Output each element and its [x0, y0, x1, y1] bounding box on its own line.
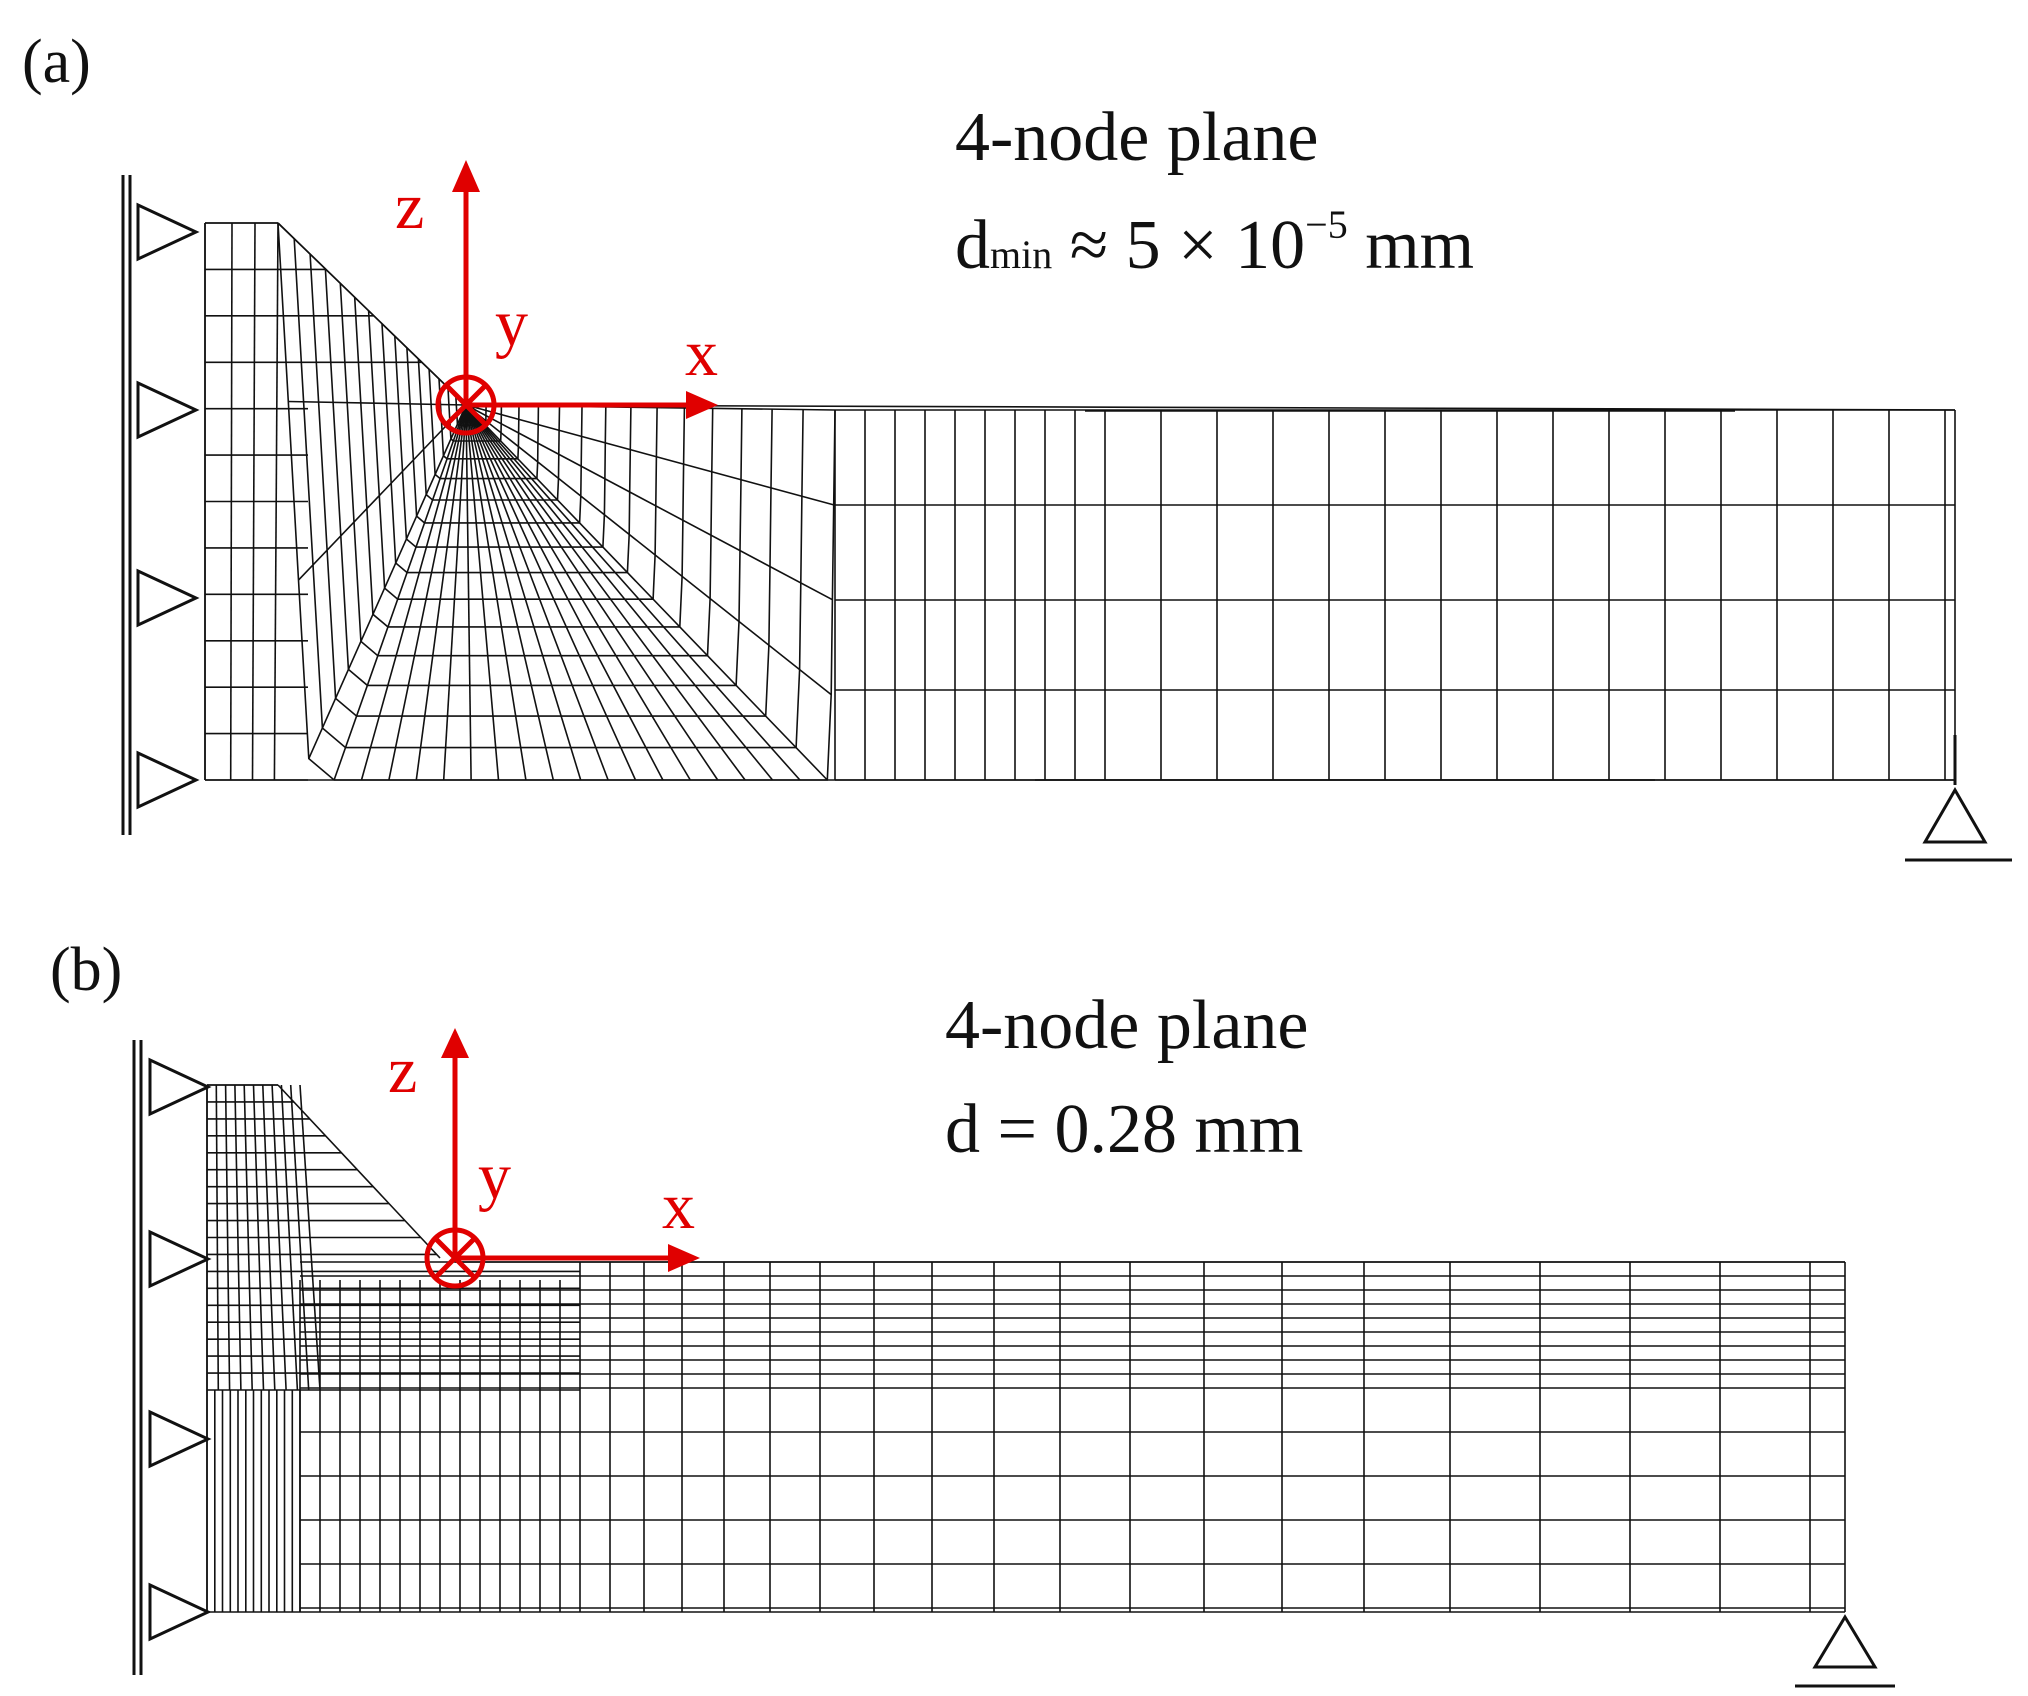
fan-ray: [465, 404, 500, 781]
roller-support-icon: [136, 202, 200, 262]
fan-ray: [465, 404, 774, 781]
fan-ring: [438, 378, 520, 460]
fan-ray: [465, 404, 746, 781]
fan-ray: [465, 404, 801, 781]
roller-support-icon: [136, 380, 200, 440]
fan-ring: [339, 283, 714, 657]
panel-b-label: (b): [50, 936, 122, 1004]
fan-ray: [465, 404, 637, 781]
fan-ray: [465, 404, 719, 781]
y-cross-b-2: [433, 1236, 477, 1280]
mesh-b: [206, 1084, 1846, 1613]
y-cross-a-2: [444, 383, 488, 427]
fan-ring: [417, 358, 561, 501]
mesh-outline: [277, 1084, 441, 1259]
z-arrowhead-b: [441, 1028, 469, 1058]
fan-ring: [428, 369, 540, 480]
fan-ring: [447, 387, 503, 442]
z-label-a: z: [395, 170, 424, 243]
fan-ray: [388, 404, 467, 781]
fan-ray: [308, 404, 467, 759]
mesh-line: [215, 1084, 220, 1391]
element-type-a: 4-node plane: [955, 99, 1318, 176]
fan-ray: [465, 404, 828, 781]
z-arrowhead-a: [452, 160, 480, 192]
fan-ray: [465, 404, 555, 781]
coordinate-axes-b: z y x: [388, 1028, 700, 1289]
fan-ray: [465, 404, 527, 781]
mesh-line: [271, 1084, 287, 1391]
fan-ray: [465, 404, 609, 781]
y-into-page-icon-b: [424, 1227, 486, 1289]
mesh-size-b: d = 0.28 mm: [945, 1091, 1303, 1168]
coordinate-axes-a: z y x: [395, 160, 718, 436]
roller-support-icon: [136, 750, 200, 810]
y-label-b: y: [478, 1140, 511, 1213]
fan-ray: [360, 404, 467, 781]
fan-ring: [277, 222, 836, 781]
fan-ray: [415, 404, 467, 781]
fan-ray: [465, 404, 691, 781]
y-label-a: y: [495, 287, 528, 360]
mesh-line: [299, 1084, 321, 1391]
mesh-line: [289, 1084, 310, 1391]
mesh-line: [252, 1084, 265, 1391]
pin-support-icon: [1812, 1614, 1878, 1669]
roller-support-icon: [136, 568, 200, 628]
y-into-page-icon-a: [435, 374, 497, 436]
fan-ring: [394, 335, 607, 548]
supports-b: [132, 1040, 1895, 1688]
pin-support-icon: [1922, 786, 1988, 844]
fan-ring: [309, 253, 773, 717]
mesh-line: [234, 1084, 242, 1391]
fan-ray: [465, 404, 664, 781]
z-label-b: z: [388, 1034, 417, 1107]
fan-ring: [381, 323, 632, 574]
mesh-line: [224, 1084, 231, 1391]
mesh-line: [280, 1084, 299, 1391]
fan-ray: [442, 404, 467, 781]
x-label-b: x: [662, 1170, 695, 1243]
roller-support-icon: [148, 1409, 212, 1469]
fan-ray: [333, 404, 467, 781]
fan-ring: [367, 310, 658, 601]
fan-ray: [465, 404, 832, 696]
roller-support-icon: [148, 1229, 212, 1289]
fan-ring: [293, 238, 804, 749]
mesh-size-a: dmin ≈ 5 × 10−5 mm: [955, 202, 1474, 284]
roller-support-icon: [148, 1057, 212, 1117]
fan-ring: [406, 347, 583, 524]
panel-a-label: (a): [22, 28, 91, 96]
fan-ray: [277, 222, 467, 406]
element-type-b: 4-node plane: [945, 987, 1308, 1064]
fan-ring: [324, 268, 743, 687]
mesh-line: [262, 1084, 276, 1391]
roller-support-icon: [148, 1582, 212, 1642]
fan-ray: [465, 404, 582, 781]
mesh-line: [243, 1084, 253, 1391]
panel-a: (a) z y x 4-node plane dmin ≈ 5: [22, 28, 2012, 862]
x-arrowhead-a: [686, 391, 718, 419]
fan-ray: [465, 404, 472, 781]
mesh-a: [204, 222, 1956, 781]
x-label-a: x: [685, 317, 718, 390]
fan-ray: [465, 404, 834, 506]
fan-ring: [353, 297, 686, 628]
panel-b: (b) z y x 4-node plane d = 0.28 mm: [50, 936, 1895, 1688]
x-arrowhead-b: [668, 1244, 700, 1272]
supports-a: [121, 175, 2012, 862]
fan-ray: [465, 404, 833, 601]
